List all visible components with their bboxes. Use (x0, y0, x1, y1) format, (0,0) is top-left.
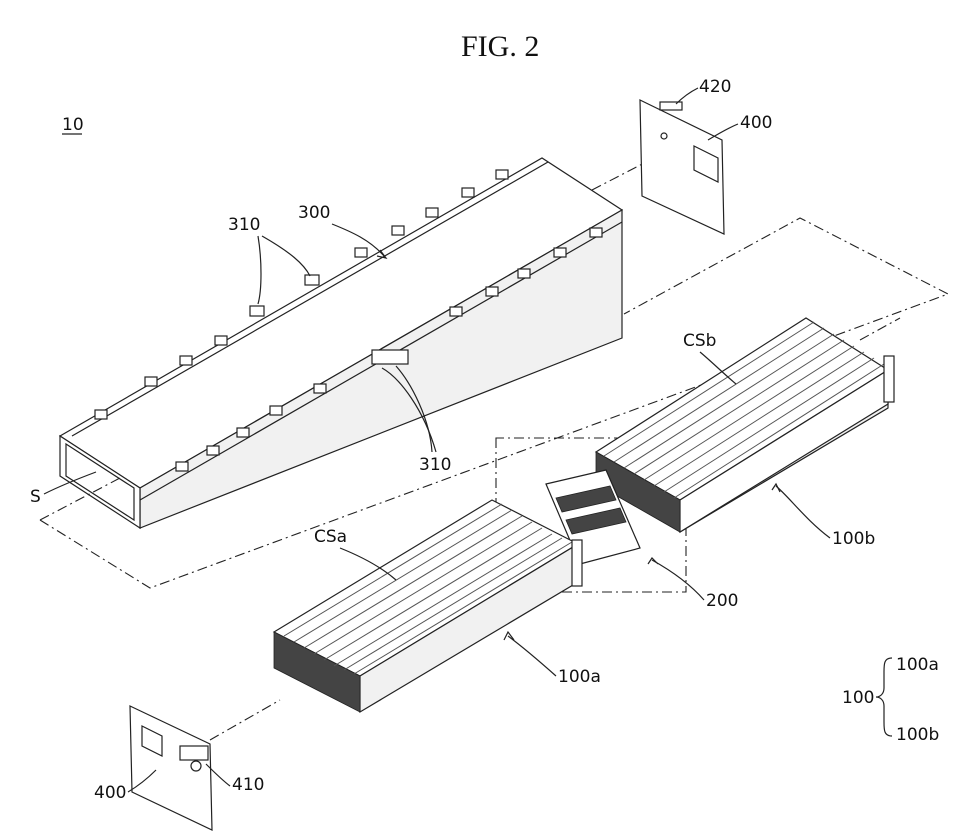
label-end-plate-bottom-part: 410 (232, 775, 264, 795)
housing-300 (60, 158, 622, 528)
tab (496, 170, 508, 179)
leader-module-a (508, 636, 556, 676)
module-a-end-bracket (572, 540, 582, 586)
leader-end-plate-top (708, 124, 738, 140)
label-end-plate-top: 400 (740, 113, 772, 133)
tab (590, 228, 602, 237)
label-end-plate-bottom: 400 (94, 783, 126, 803)
tab (392, 226, 404, 235)
tab (180, 356, 192, 365)
tab (250, 306, 264, 316)
label-module-b: 100b (832, 529, 875, 549)
module-b-end-bracket (884, 356, 894, 402)
label-stack-b: CSb (683, 331, 716, 351)
tab (215, 336, 227, 345)
tab (95, 410, 107, 419)
tab (176, 462, 188, 471)
label-stack-a: CSa (314, 527, 347, 547)
end-plate-bottom (130, 706, 212, 830)
label-end-plate-top-part: 420 (699, 77, 731, 97)
legend-child-a: 100a (896, 655, 939, 675)
label-tabs-lower: 310 (419, 455, 451, 475)
label-space: S (30, 487, 41, 507)
leader-connector (652, 560, 704, 600)
leader-module-b (776, 486, 830, 538)
module-100b (596, 318, 894, 532)
tab (314, 384, 326, 393)
label-housing: 300 (298, 203, 330, 223)
tab (486, 287, 498, 296)
leader-tabs-upper-a (258, 236, 261, 304)
tab (237, 428, 249, 437)
leader-tabs-upper-b (262, 236, 310, 276)
leader-module-a-arrow (504, 632, 514, 640)
tab (305, 275, 319, 285)
tab (450, 307, 462, 316)
tab-large (372, 350, 408, 364)
label-assembly: 10 (62, 115, 84, 135)
legend-parent: 100 (842, 688, 874, 708)
tab (270, 406, 282, 415)
end-plate-bottom-body (130, 706, 212, 830)
label-tabs-upper: 310 (228, 215, 260, 235)
end-plate-top-terminal (660, 102, 682, 110)
tab (355, 248, 367, 257)
label-module-a: 100a (558, 667, 601, 687)
end-plate-top (640, 100, 724, 234)
tab (462, 188, 474, 197)
figure-title: FIG. 2 (461, 30, 539, 63)
reference-legend: 100 100a 100b (842, 655, 939, 745)
tab (145, 377, 157, 386)
label-connector: 200 (706, 591, 738, 611)
legend-child-b: 100b (896, 725, 939, 745)
guide-module-b-end (860, 318, 900, 340)
guide-plate-bottom (210, 700, 280, 740)
leader-end-plate-top-part (676, 88, 698, 104)
tab (518, 269, 530, 278)
tab (554, 248, 566, 257)
tab (426, 208, 438, 217)
end-plate-bottom-terminal (180, 746, 208, 760)
tab (207, 446, 219, 455)
legend-brace (876, 658, 892, 736)
